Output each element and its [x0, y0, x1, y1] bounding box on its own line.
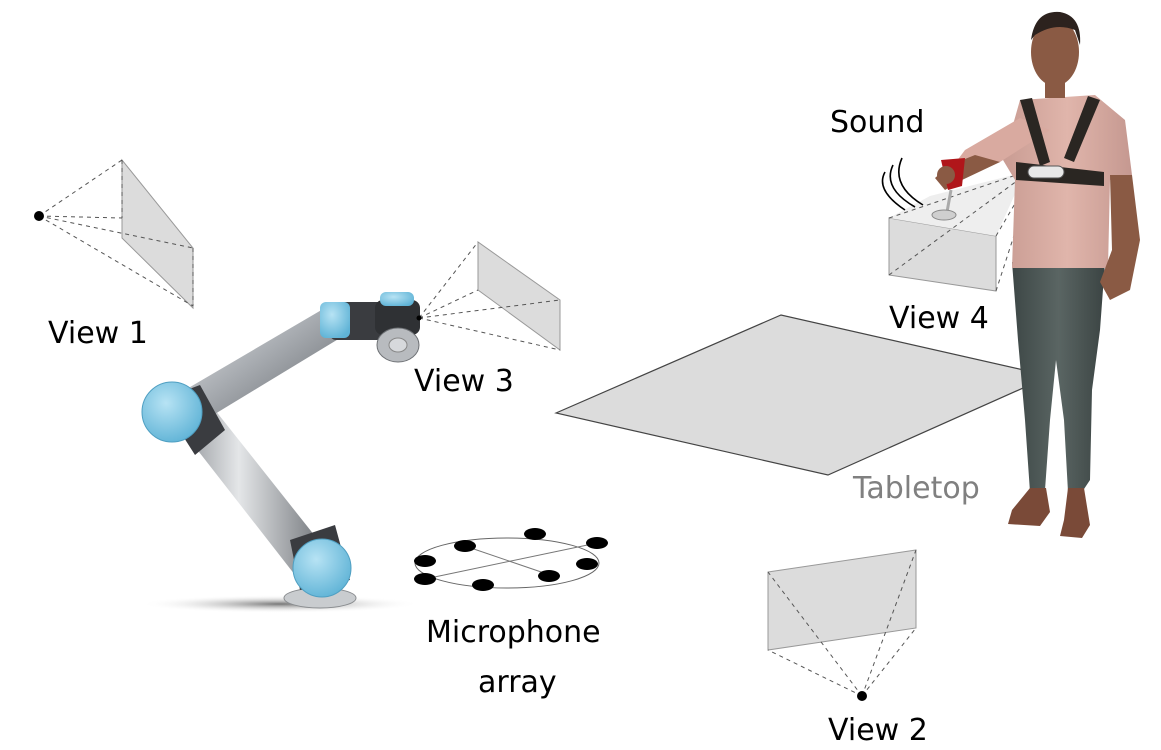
view4-label: View 4 — [889, 301, 989, 336]
view3-camera — [418, 241, 561, 351]
view1-camera: View 1 — [34, 158, 194, 351]
view2-camera-center — [857, 691, 867, 701]
tabletop-plane — [554, 314, 1052, 476]
microphone-array: Microphone array — [414, 528, 608, 700]
view3-label: View 3 — [414, 364, 514, 399]
microphone — [576, 558, 598, 570]
view4-camera: View 4 — [888, 171, 1033, 336]
microphone — [414, 555, 436, 567]
microphone — [538, 570, 560, 582]
cup-icon — [931, 158, 965, 221]
microphone — [414, 573, 436, 585]
microphone — [586, 537, 608, 549]
view2-camera: View 2 — [767, 549, 928, 748]
microphone — [472, 579, 494, 591]
microphone — [524, 528, 546, 540]
sound-waves-icon — [881, 157, 924, 211]
view2-label: View 2 — [828, 713, 928, 748]
microphone-label-line1: Microphone — [426, 615, 601, 650]
view2-image-plane — [767, 549, 917, 651]
robot-arm-icon — [140, 292, 420, 613]
tabletop-label: Tabletop — [852, 471, 980, 506]
sound-label: Sound — [830, 105, 924, 140]
microphone — [454, 540, 476, 552]
tabletop: Tabletop — [554, 314, 1052, 506]
view1-label: View 1 — [48, 316, 148, 351]
chest-camera-icon — [1027, 165, 1065, 179]
human-figure-icon — [931, 11, 1140, 538]
view1-camera-center — [34, 211, 44, 221]
microphone-label-line2: array — [478, 665, 557, 700]
view3-camera-center — [416, 315, 422, 321]
